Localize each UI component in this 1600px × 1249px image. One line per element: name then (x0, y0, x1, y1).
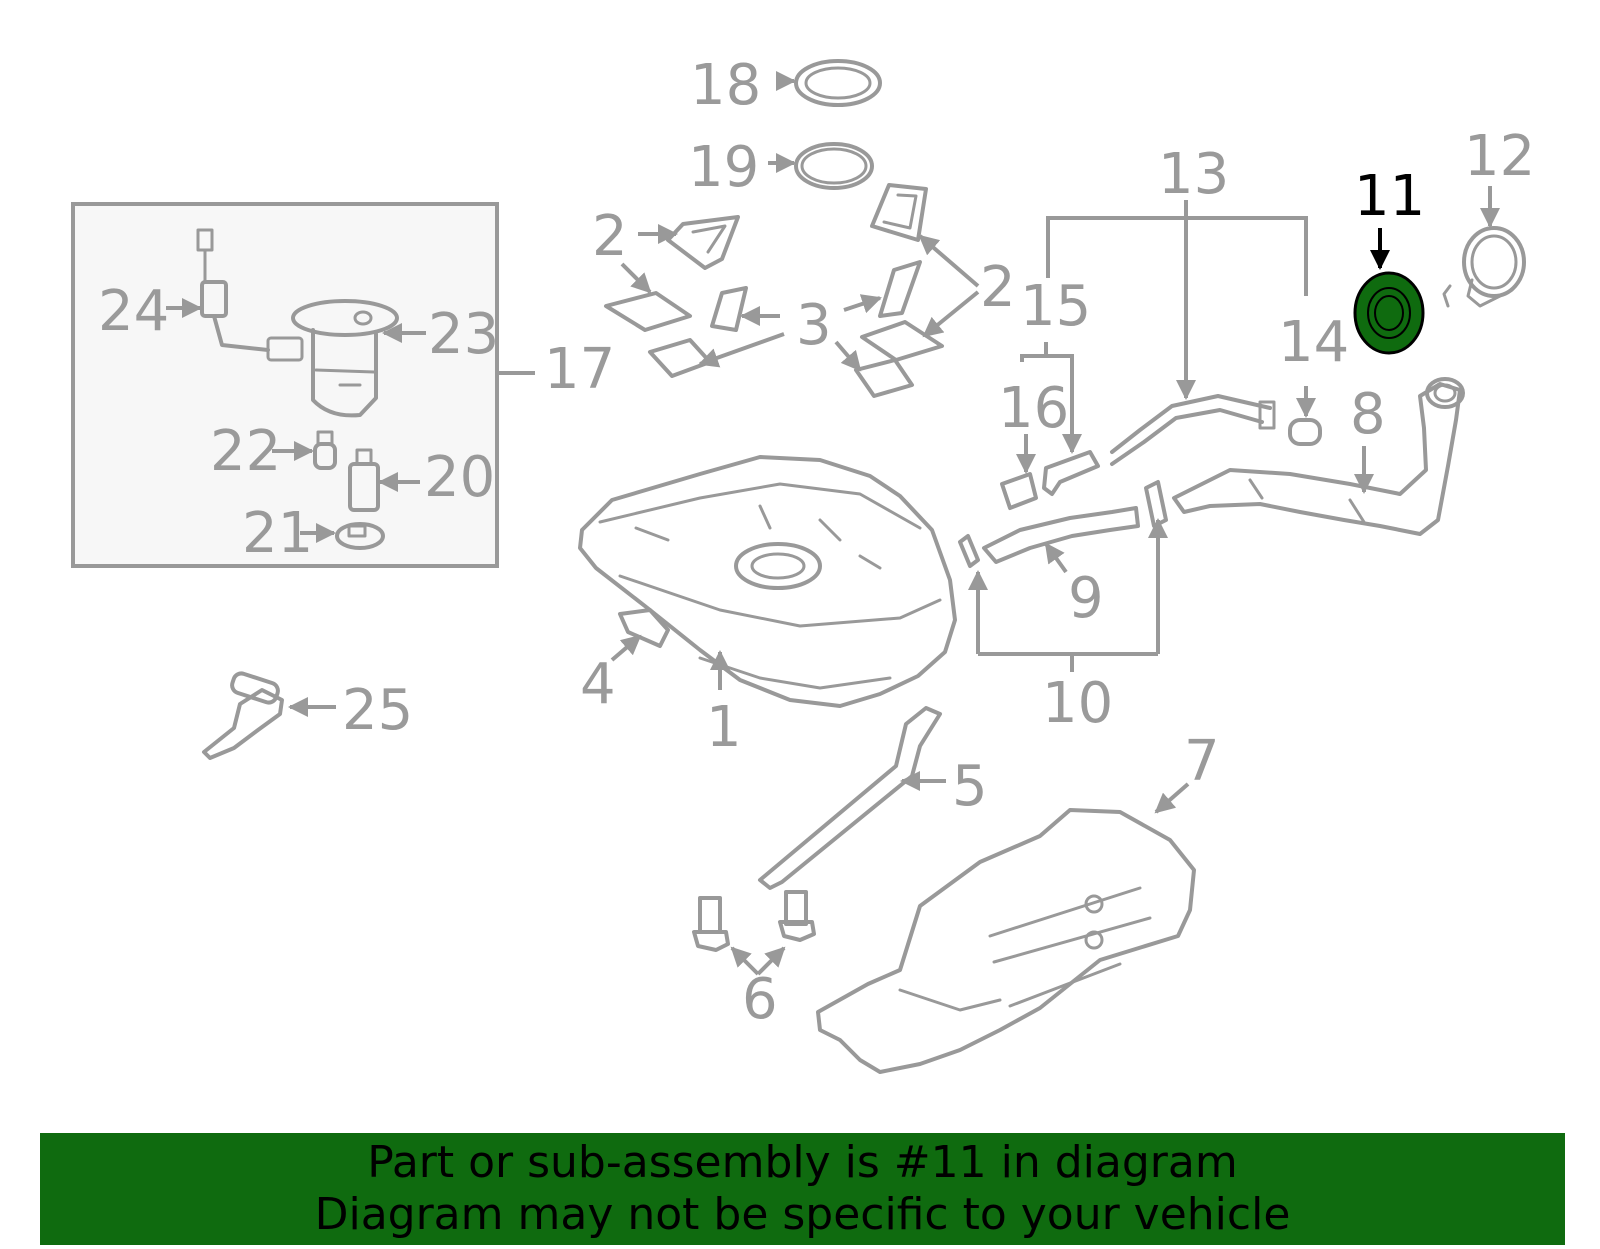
callout-24: 24 (98, 279, 169, 344)
callout-2-left: 2 (592, 204, 628, 269)
part-4-insulator[interactable] (618, 608, 670, 648)
callout-13: 13 (1158, 142, 1229, 207)
banner-line-part-number: Part or sub-assembly is #11 in diagram (367, 1137, 1238, 1188)
callout-1: 1 (706, 695, 742, 760)
part-24-fuel-level-sender[interactable] (196, 228, 304, 362)
part-15-connector[interactable] (1042, 450, 1100, 496)
callout-3: 3 (796, 293, 832, 358)
callout-21: 21 (242, 501, 313, 566)
callout-12: 12 (1464, 124, 1535, 189)
part-7-heat-shield[interactable] (816, 808, 1196, 1074)
callout-5: 5 (952, 754, 988, 819)
part-9-hose[interactable] (982, 506, 1140, 564)
callout-16: 16 (998, 376, 1069, 441)
part-5-tank-strap[interactable] (758, 706, 942, 890)
callout-numbers: 18 19 2 3 2 13 15 16 14 11 12 8 24 23 17… (98, 53, 1535, 1032)
callout-6: 6 (742, 967, 778, 1032)
callout-7: 7 (1184, 729, 1220, 794)
callout-25: 25 (342, 678, 413, 743)
callout-17: 17 (544, 337, 615, 402)
callout-2-right: 2 (980, 255, 1016, 320)
info-banner: Part or sub-assembly is #11 in diagram D… (40, 1133, 1565, 1245)
part-11-filler-seal-highlighted[interactable] (1353, 271, 1425, 355)
part-14-grommet[interactable] (1288, 418, 1322, 446)
callout-14: 14 (1278, 310, 1349, 375)
fuel-pump-module-box (71, 202, 535, 568)
callout-18: 18 (690, 53, 761, 118)
callout-10: 10 (1042, 671, 1113, 736)
part-22-valve[interactable] (313, 430, 337, 470)
callout-22: 22 (210, 419, 281, 484)
part-18-lock-ring[interactable] (794, 59, 882, 107)
callout-11: 11 (1354, 164, 1425, 229)
callout-4: 4 (580, 652, 616, 717)
part-8-filler-neck[interactable] (1172, 377, 1465, 536)
part-25-bracket[interactable] (202, 671, 284, 760)
part-23-fuel-pump-assembly[interactable] (291, 299, 399, 418)
part-19-gasket[interactable] (794, 142, 874, 190)
callout-19: 19 (688, 135, 759, 200)
callout-23: 23 (428, 302, 499, 367)
part-21-strainer[interactable] (335, 522, 385, 550)
part-6-bolts[interactable] (692, 890, 816, 952)
part-16-clip[interactable] (1000, 472, 1038, 510)
part-13-vent-tube[interactable] (1110, 394, 1276, 466)
banner-line-disclaimer: Diagram may not be specific to your vehi… (314, 1189, 1291, 1240)
callout-8: 8 (1350, 382, 1386, 447)
callout-9: 9 (1068, 566, 1104, 631)
callout-20: 20 (424, 445, 495, 510)
leader-lines (166, 71, 1500, 976)
part-1-fuel-tank[interactable] (578, 455, 957, 708)
part-12-fuel-cap[interactable] (1442, 226, 1526, 308)
callout-15: 15 (1020, 274, 1091, 339)
